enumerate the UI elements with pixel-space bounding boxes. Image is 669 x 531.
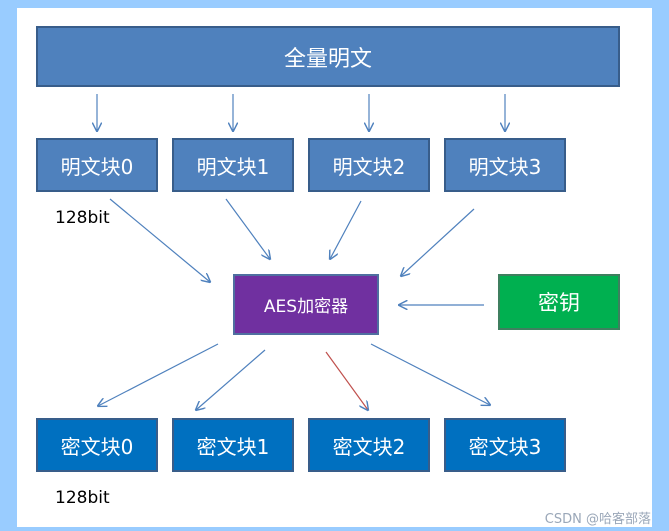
plaintext-block-2: 明文块2 (308, 138, 430, 192)
arrow-aes-to-cipher-1 (196, 349, 266, 410)
block-size-label-top: 128bit (55, 208, 110, 228)
plaintext-block-1: 明文块1 (172, 138, 294, 192)
plaintext-block-0: 明文块0 (36, 138, 158, 192)
arrow-block-1-to-aes (225, 198, 270, 259)
ciphertext-block-3: 密文块3 (444, 418, 566, 472)
arrow-block-0-to-aes (109, 198, 210, 282)
ciphertext-block-1: 密文块1 (172, 418, 294, 472)
block-size-label-bottom: 128bit (55, 488, 110, 508)
arrow-block-3-to-aes (401, 208, 475, 276)
arrow-block-2-to-aes (330, 200, 362, 259)
key-box: 密钥 (498, 274, 620, 330)
aes-encryptor-box: AES加密器 (233, 274, 379, 335)
arrow-aes-to-cipher-2 (325, 351, 368, 410)
plaintext-block-3: 明文块3 (444, 138, 566, 192)
ciphertext-block-2: 密文块2 (308, 418, 430, 472)
arrow-aes-to-cipher-0 (98, 343, 219, 406)
arrow-aes-to-cipher-3 (370, 343, 490, 405)
watermark: CSDN @哈客部落 (544, 512, 651, 527)
ciphertext-block-0: 密文块0 (36, 418, 158, 472)
full-plaintext-box: 全量明文 (36, 26, 620, 87)
